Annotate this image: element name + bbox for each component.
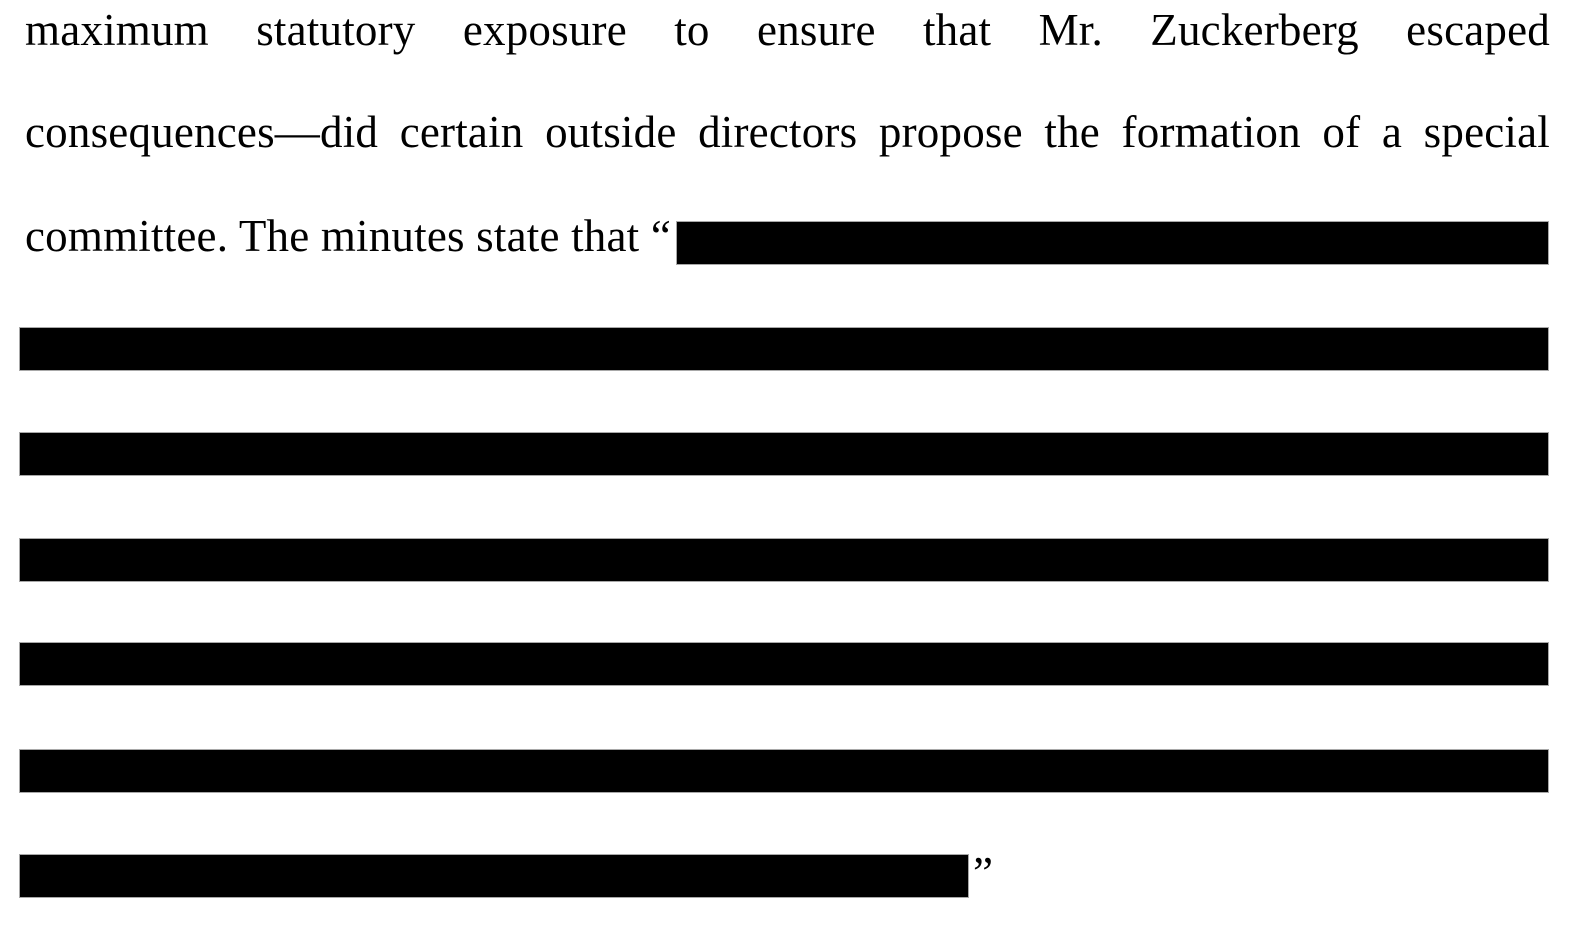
redaction-bar-full-1 xyxy=(20,328,1548,370)
redaction-bar-final-short xyxy=(20,855,968,897)
redaction-bar-inline xyxy=(677,222,1548,264)
closing-quote: ” xyxy=(973,848,993,898)
paragraph-line-3: committee. The minutes state that “ xyxy=(25,211,671,261)
paragraph-line-1: maximum statutory exposure to ensure tha… xyxy=(25,5,1550,55)
redaction-bar-full-3 xyxy=(20,539,1548,581)
paragraph-line-2: consequences—did certain outside directo… xyxy=(25,107,1550,157)
redaction-bar-full-4 xyxy=(20,643,1548,685)
redaction-bar-full-2 xyxy=(20,433,1548,475)
redaction-bar-full-5 xyxy=(20,750,1548,792)
